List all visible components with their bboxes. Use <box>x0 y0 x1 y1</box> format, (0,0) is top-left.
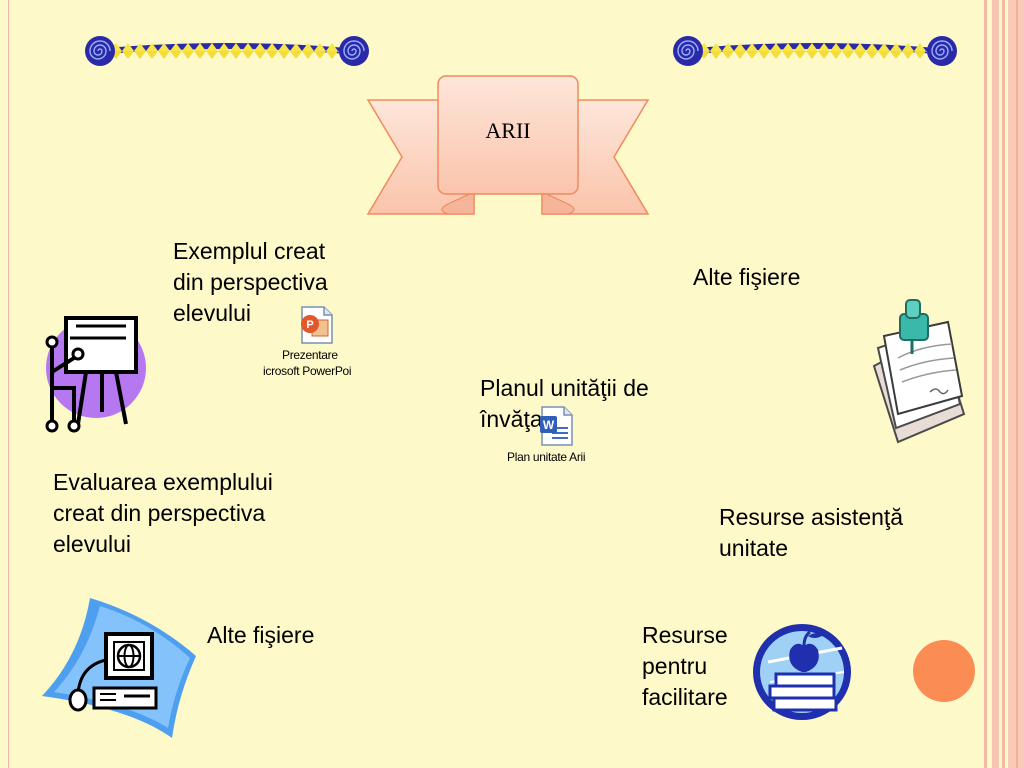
banner-ribbon-icon <box>366 75 650 215</box>
label-alte-fisiere-bottom: Alte fişiere <box>207 622 315 648</box>
slide-border-stripes <box>980 0 1024 768</box>
clipboard-papers-icon[interactable] <box>868 296 968 446</box>
label-resurse-asistenta: Resurse asistenţă unitate <box>719 504 904 561</box>
slide-title: ARII <box>485 118 531 143</box>
computer-globe-icon[interactable] <box>40 596 200 738</box>
label-evaluarea-exemplului: Evaluarea exemplului creat din perspecti… <box>53 469 273 557</box>
powerpoint-caption-line2: icrosoft PowerPoi <box>263 364 352 378</box>
word-file-icon: W <box>540 406 573 446</box>
powerpoint-file-icon: P <box>301 306 333 344</box>
label-alte-fisiere-top: Alte fişiere <box>693 264 801 290</box>
accent-dot <box>913 640 975 702</box>
label-exemplul-creat: Exemplul creat din perspectiva elevului <box>173 238 328 326</box>
label-resurse-facilitare: Resurse pentru facilitare <box>642 622 728 710</box>
spiral-zigzag-icon <box>85 36 369 66</box>
word-attachment[interactable]: W Plan unitate Arii <box>504 404 608 466</box>
presentation-easel-icon[interactable] <box>40 312 152 436</box>
books-apple-icon[interactable] <box>752 622 854 722</box>
svg-text:P: P <box>306 319 313 331</box>
svg-text:W: W <box>543 418 555 432</box>
spiral-zigzag-icon <box>673 36 957 66</box>
powerpoint-caption-line1: Prezentare <box>282 348 338 362</box>
word-caption: Plan unitate Arii <box>507 450 586 464</box>
left-frame-line <box>8 0 9 768</box>
powerpoint-attachment[interactable]: P Prezentare icrosoft PowerPoi <box>262 306 372 380</box>
